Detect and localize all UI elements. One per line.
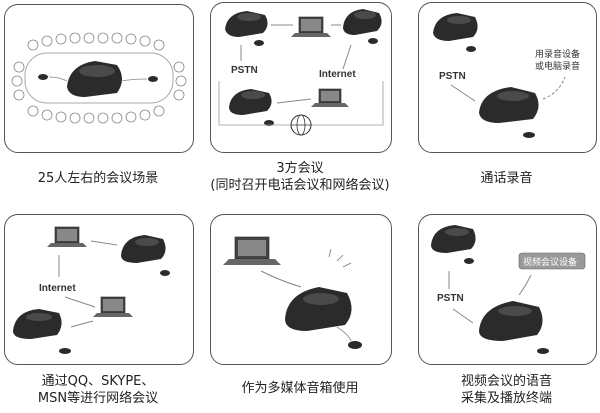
dashed-arrow-icon: [542, 76, 566, 100]
video-device-badge: 视频会议设备: [518, 252, 586, 270]
multimedia-speaker-illustration: [223, 236, 362, 349]
conference-phone-icon: [67, 61, 122, 97]
conference-phone-icon: [225, 11, 268, 46]
sound-waves-icon: [328, 248, 352, 268]
connection-arrow-icon: [450, 84, 476, 102]
caption-network-meeting: 通过QQ、SKYPE、 MSN等进行网络会议: [37, 374, 159, 406]
conference-phone-icon: [431, 225, 476, 264]
caption-meeting-scene: 25人左右的会议场景: [37, 171, 159, 186]
extension-mic-icon: [148, 76, 158, 82]
conference-phone-icon: [479, 87, 539, 138]
laptop-icon: [223, 236, 281, 265]
caption-three-way: 3方会议 (同时召开电话会议和网络会议): [210, 161, 390, 193]
panel-three-way: PSTN Internet: [210, 2, 392, 153]
connection-arrow-icon: [90, 240, 118, 246]
laptop-icon: [93, 296, 133, 317]
globe-icon: [290, 114, 312, 136]
meeting-scene-illustration: [11, 32, 187, 124]
connection-arrow-icon: [64, 296, 96, 308]
conference-phone-icon: [13, 309, 71, 354]
pstn-label: PSTN: [231, 65, 258, 76]
laptop-icon: [291, 16, 331, 37]
panel-multimedia-speaker: [210, 214, 392, 365]
conference-phone-icon: [343, 9, 382, 44]
conference-phone-icon: [479, 301, 549, 354]
network-meeting-illustration: Internet: [13, 226, 170, 354]
caption-multimedia-speaker: 作为多媒体音箱使用: [241, 381, 359, 396]
conference-phone-icon: [121, 235, 170, 276]
record-label-line2: 或电脑录音: [535, 60, 580, 72]
caption-call-recording: 通话录音: [480, 171, 533, 186]
laptop-icon: [47, 226, 87, 247]
video-conference-illustration: 视频会议设备 PSTN: [431, 225, 586, 354]
internet-label: Internet: [39, 283, 76, 294]
extension-mic-icon: [38, 74, 48, 80]
connection-arrow-icon: [70, 320, 94, 328]
connection-arrow-icon: [240, 24, 352, 70]
pstn-label: PSTN: [437, 293, 464, 304]
call-recording-illustration: PSTN 用录音设备 或电脑录音: [433, 13, 580, 138]
three-way-illustration: PSTN Internet: [218, 9, 384, 136]
internet-label: Internet: [319, 69, 356, 80]
conference-phone-icon: [433, 13, 478, 52]
caption-video-conference: 视频会议的语音 采集及播放终端: [460, 374, 552, 406]
conference-phone-icon: [229, 89, 274, 126]
panel-meeting-scene: [4, 4, 194, 153]
connection-arrow-icon: [452, 308, 474, 324]
record-label-line1: 用录音设备: [535, 48, 580, 60]
video-device-label: 视频会议设备: [523, 256, 577, 268]
laptop-icon: [311, 88, 349, 107]
panel-video-conference: 视频会议设备 PSTN: [418, 214, 597, 365]
chairs-icon: [11, 32, 187, 124]
conference-phone-icon: [285, 287, 362, 349]
pstn-label: PSTN: [439, 71, 466, 82]
connection-arrow-icon: [260, 270, 302, 288]
panel-call-recording: PSTN 用录音设备 或电脑录音: [418, 2, 597, 153]
panel-network-meeting: Internet: [4, 214, 194, 365]
connection-arrow-icon: [518, 274, 532, 296]
